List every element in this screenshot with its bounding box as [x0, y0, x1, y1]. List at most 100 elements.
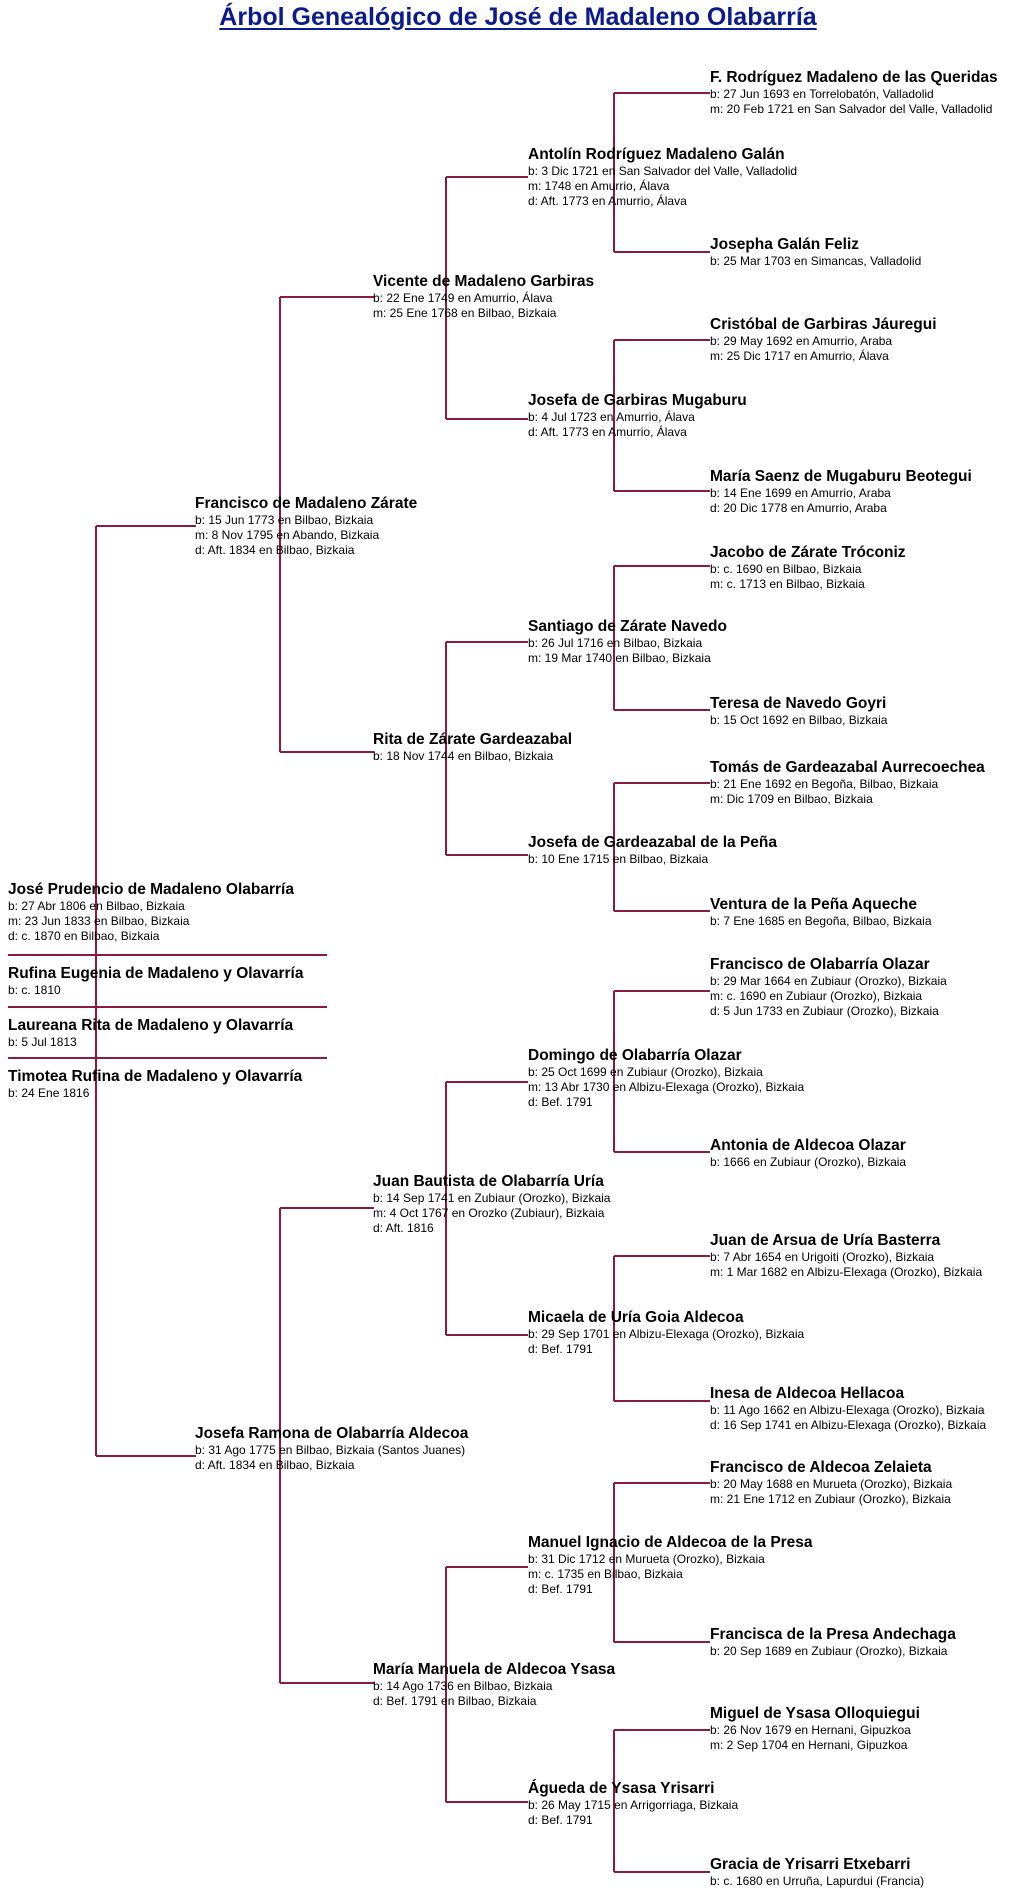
person-detail: b: 14 Sep 1741 en Zubiaur (Orozko), Bizk…	[373, 1191, 611, 1205]
person-detail: b: 11 Ago 1662 en Albizu-Elexaga (Orozko…	[710, 1403, 985, 1417]
person-name: F. Rodríguez Madaleno de las Queridas	[710, 69, 998, 86]
person-detail: b: 7 Ene 1685 en Begoña, Bilbao, Bizkaia	[710, 914, 932, 928]
person-detail: b: c. 1680 en Urruña, Lapurdui (Francia)	[710, 1874, 925, 1888]
person-name: Cristóbal de Garbiras Jáuregui	[710, 316, 937, 333]
person-name: José Prudencio de Madaleno Olabarría	[8, 881, 294, 898]
person-name: Gracia de Yrisarri Etxebarri	[710, 1856, 911, 1873]
person-name: Vicente de Madaleno Garbiras	[373, 273, 595, 290]
person-detail: m: 25 Ene 1768 en Bilbao, Bizkaia	[373, 306, 557, 320]
person-detail: d: 16 Sep 1741 en Albizu-Elexaga (Orozko…	[710, 1418, 987, 1432]
person-detail: m: 4 Oct 1767 en Orozko (Zubiaur), Bizka…	[373, 1206, 605, 1220]
person-detail: d: Bef. 1791	[528, 1582, 593, 1596]
person-detail: m: 2 Sep 1704 en Hernani, Gipuzkoa	[710, 1738, 908, 1752]
person-name: Laureana Rita de Madaleno y Olavarría	[8, 1017, 294, 1034]
person-detail: d: Bef. 1791	[528, 1095, 593, 1109]
person-name: Josefa Ramona de Olabarría Aldecoa	[195, 1425, 469, 1442]
person-detail: d: Aft. 1773 en Amurrio, Álava	[528, 194, 687, 208]
person-detail: m: c. 1735 en Bilbao, Bizkaia	[528, 1567, 683, 1581]
person-name: Juan Bautista de Olabarría Uría	[373, 1173, 604, 1190]
person-name: Rita de Zárate Gardeazabal	[373, 731, 572, 748]
person-name: Micaela de Uría Goia Aldecoa	[528, 1309, 744, 1326]
person-detail: m: c. 1713 en Bilbao, Bizkaia	[710, 577, 865, 591]
person-detail: b: 25 Mar 1703 en Simancas, Valladolid	[710, 254, 922, 268]
person-name: Juan de Arsua de Uría Basterra	[710, 1232, 941, 1249]
person-detail: b: 29 May 1692 en Amurrio, Araba	[710, 334, 893, 348]
page-title: Árbol Genealógico de José de Madaleno Ol…	[219, 3, 817, 31]
person-name: Francisco de Aldecoa Zelaieta	[710, 1459, 932, 1476]
person-detail: b: 26 Nov 1679 en Hernani, Gipuzkoa	[710, 1723, 911, 1737]
person-detail: d: Aft. 1834 en Bilbao, Bizkaia	[195, 543, 355, 557]
person-detail: b: 22 Ene 1749 en Amurrio, Álava	[373, 291, 553, 305]
person-detail: m: 19 Mar 1740 en Bilbao, Bizkaia	[528, 651, 711, 665]
person-detail: b: 26 May 1715 en Arrigorriaga, Bizkaia	[528, 1798, 739, 1812]
person-detail: d: c. 1870 en Bilbao, Bizkaia	[8, 929, 160, 943]
person-detail: b: 20 May 1688 en Murueta (Orozko), Bizk…	[710, 1477, 953, 1491]
person-detail: b: 29 Mar 1664 en Zubiaur (Orozko), Bizk…	[710, 974, 947, 988]
person-name: Santiago de Zárate Navedo	[528, 618, 727, 635]
person-detail: d: Bef. 1791 en Bilbao, Bizkaia	[373, 1694, 537, 1708]
person-name: Francisco de Madaleno Zárate	[195, 495, 418, 512]
person-detail: b: 15 Oct 1692 en Bilbao, Bizkaia	[710, 713, 888, 727]
person-detail: b: 21 Ene 1692 en Begoña, Bilbao, Bizkai…	[710, 777, 939, 791]
person-detail: b: 10 Ene 1715 en Bilbao, Bizkaia	[528, 852, 709, 866]
person-detail: b: 31 Ago 1775 en Bilbao, Bizkaia (Santo…	[195, 1443, 466, 1457]
person-detail: b: 24 Ene 1816	[8, 1086, 90, 1100]
person-name: Rufina Eugenia de Madaleno y Olavarría	[8, 965, 304, 982]
person-detail: m: 8 Nov 1795 en Abando, Bizkaia	[195, 528, 380, 542]
person-detail: b: 31 Dic 1712 en Murueta (Orozko), Bizk…	[528, 1552, 765, 1566]
person-detail: d: Bef. 1791	[528, 1342, 593, 1356]
person-detail: m: c. 1690 en Zubiaur (Orozko), Bizkaia	[710, 989, 923, 1003]
person-detail: m: 13 Abr 1730 en Albizu-Elexaga (Orozko…	[528, 1080, 805, 1094]
person-name: Águeda de Ysasa Yrisarri	[528, 1780, 715, 1797]
person-name: Teresa de Navedo Goyri	[710, 695, 887, 712]
person-detail: d: 20 Dic 1778 en Amurrio, Araba	[710, 501, 887, 515]
person-detail: b: c. 1690 en Bilbao, Bizkaia	[710, 562, 862, 576]
person-detail: d: Aft. 1773 en Amurrio, Álava	[528, 425, 687, 439]
person-detail: b: 26 Jul 1716 en Bilbao, Bizkaia	[528, 636, 703, 650]
person-name: Ventura de la Peña Aqueche	[710, 896, 918, 913]
person-name: Josefa de Garbiras Mugaburu	[528, 392, 747, 409]
person-detail: b: 4 Jul 1723 en Amurrio, Álava	[528, 410, 695, 424]
person-name: Domingo de Olabarría Olazar	[528, 1047, 742, 1064]
person-detail: d: Aft. 1816	[373, 1221, 434, 1235]
person-detail: b: 5 Jul 1813	[8, 1035, 77, 1049]
person-detail: b: 15 Jun 1773 en Bilbao, Bizkaia	[195, 513, 374, 527]
person-detail: m: 25 Dic 1717 en Amurrio, Álava	[710, 349, 889, 363]
person-detail: b: c. 1810	[8, 983, 61, 997]
person-name: María Saenz de Mugaburu Beotegui	[710, 468, 972, 485]
person-detail: m: Dic 1709 en Bilbao, Bizkaia	[710, 792, 873, 806]
person-detail: m: 1 Mar 1682 en Albizu-Elexaga (Orozko)…	[710, 1265, 983, 1279]
person-name: Francisca de la Presa Andechaga	[710, 1626, 956, 1643]
person-detail: b: 29 Sep 1701 en Albizu-Elexaga (Orozko…	[528, 1327, 805, 1341]
person-detail: d: Bef. 1791	[528, 1813, 593, 1827]
person-detail: m: 21 Ene 1712 en Zubiaur (Orozko), Bizk…	[710, 1492, 951, 1506]
person-detail: m: 1748 en Amurrio, Álava	[528, 179, 670, 193]
person-detail: b: 14 Ene 1699 en Amurrio, Araba	[710, 486, 891, 500]
person-name: Miguel de Ysasa Olloquiegui	[710, 1705, 920, 1722]
